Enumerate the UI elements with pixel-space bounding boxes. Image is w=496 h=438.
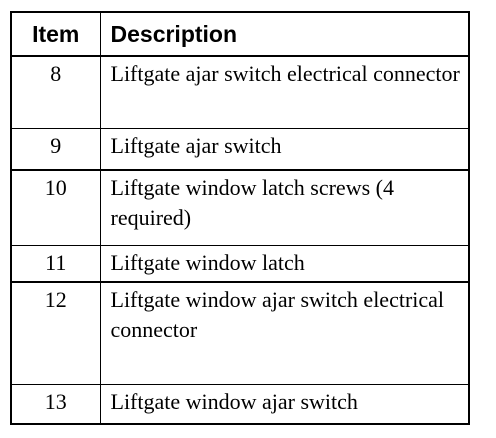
table-row: 13 Liftgate window ajar switch [10,383,470,425]
item-number: 13 [10,383,101,425]
item-description: Liftgate window ajar switch electrical c… [99,281,470,385]
item-number: 9 [10,127,101,171]
table-row: 10 Liftgate window latch screws (4 requi… [10,169,470,246]
item-description: Liftgate ajar switch electrical connecto… [99,55,470,129]
item-description: Liftgate window latch [99,244,470,283]
item-description: Liftgate ajar switch [99,127,470,171]
item-description: Liftgate window latch screws (4 required… [99,169,470,246]
item-number: 11 [10,244,101,283]
table-row: 11 Liftgate window latch [10,244,470,283]
parts-table: Item Description 8 Liftgate ajar switch … [10,11,470,425]
table-row: 12 Liftgate window ajar switch electrica… [10,281,470,385]
item-number: 12 [10,281,101,385]
item-number: 10 [10,169,101,246]
header-row: Item Description [10,11,470,57]
item-number: 8 [10,55,101,129]
description-column-header: Description [99,11,470,57]
table-row: 8 Liftgate ajar switch electrical connec… [10,55,470,129]
table-row: 9 Liftgate ajar switch [10,127,470,171]
item-column-header: Item [10,11,101,57]
item-description: Liftgate window ajar switch [99,383,470,425]
